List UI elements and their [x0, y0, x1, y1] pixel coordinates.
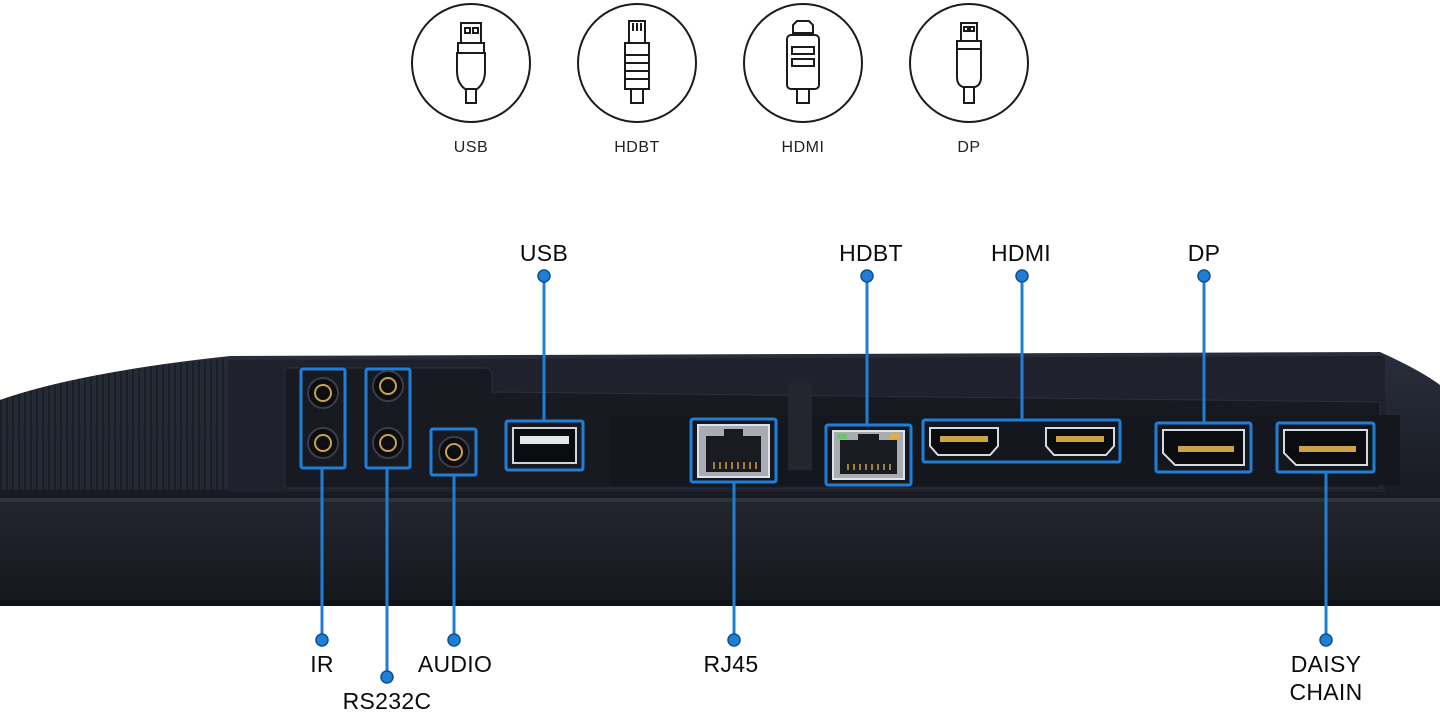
usb-port: [512, 427, 577, 464]
legend-hdbt: HDBT: [577, 3, 697, 157]
hdmi-connector-icon: [743, 3, 863, 123]
usb-connector-icon: [411, 3, 531, 123]
legend-label: HDBT: [614, 139, 660, 156]
label-daisy-chain: DAISY CHAIN: [1289, 650, 1362, 706]
dp-ports: [1162, 429, 1368, 466]
jack-ports: [307, 370, 470, 468]
legend-hdmi: HDMI: [743, 3, 863, 157]
legend-usb: USB: [411, 3, 531, 157]
label-usb: USB: [519, 240, 569, 266]
hdbt-connector-icon: [577, 3, 697, 123]
label-daisy-chain-line2: CHAIN: [1289, 679, 1363, 705]
displayport-connector-icon: [909, 3, 1029, 123]
legend-label: USB: [453, 139, 489, 156]
legend-dp: DP: [909, 3, 1029, 157]
label-rs232c: RS232C: [342, 688, 432, 714]
label-rj45: RJ45: [703, 651, 759, 677]
hdmi-ports: [929, 427, 1115, 456]
label-hdbt: HDBT: [839, 240, 903, 266]
label-dp: DP: [1187, 240, 1221, 266]
label-ir: IR: [310, 651, 334, 677]
rj45-port: [697, 424, 770, 478]
hdbt-port: [832, 430, 905, 480]
label-hdmi: HDMI: [991, 240, 1051, 266]
legend-label: HDMI: [781, 139, 825, 156]
legend-label: DP: [957, 139, 981, 156]
label-daisy-chain-line1: DAISY: [1290, 651, 1362, 677]
label-audio: AUDIO: [417, 651, 493, 677]
